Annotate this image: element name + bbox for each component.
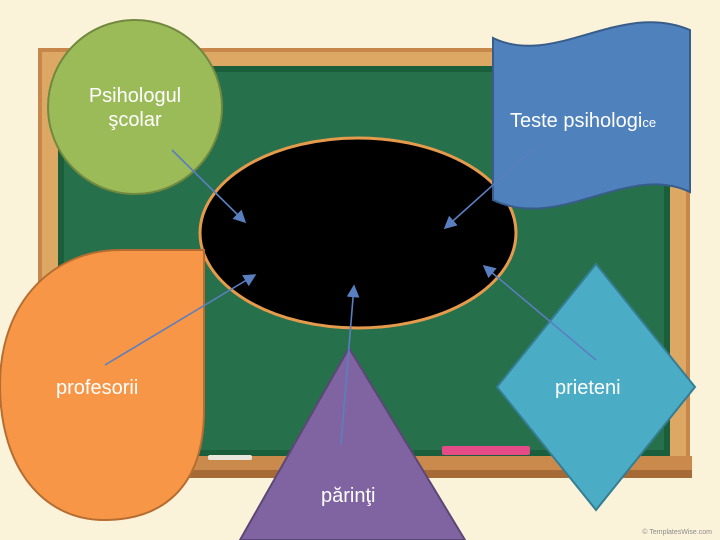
node-psihologul-scolar (47, 19, 223, 195)
arrow-teste-to-center (443, 142, 541, 230)
board-eraser (442, 446, 530, 455)
label-parinti: părinţi (321, 485, 376, 507)
center-ellipse (198, 136, 518, 330)
label-prieteni: prieteni (555, 377, 621, 399)
label-profesorii: profesorii (56, 377, 139, 399)
label-teste-small: ce (642, 115, 657, 130)
chalk-stick (208, 455, 252, 460)
label-psihologul-line-1: Psihologul (88, 85, 182, 107)
label-psihologul-scolar: Psihologul şcolar (70, 84, 200, 132)
arrow-prieteni-to-center (482, 264, 597, 361)
arrow-parinti-to-center (340, 284, 360, 445)
node-profesorii (0, 249, 205, 522)
label-teste-psihologice: Teste psihologice (510, 109, 656, 135)
node-teste-psihologice (492, 21, 691, 210)
label-psihologul-line-2: şcolar (108, 109, 162, 131)
arrow-psiholog-to-center (171, 149, 247, 224)
node-parinti (238, 346, 467, 540)
node-prieteni (495, 262, 697, 512)
arrow-profesorii-to-center (104, 274, 257, 366)
credit-text: © TemplatesWise.com (642, 529, 712, 536)
label-teste-main: Teste psihologi (510, 110, 643, 132)
